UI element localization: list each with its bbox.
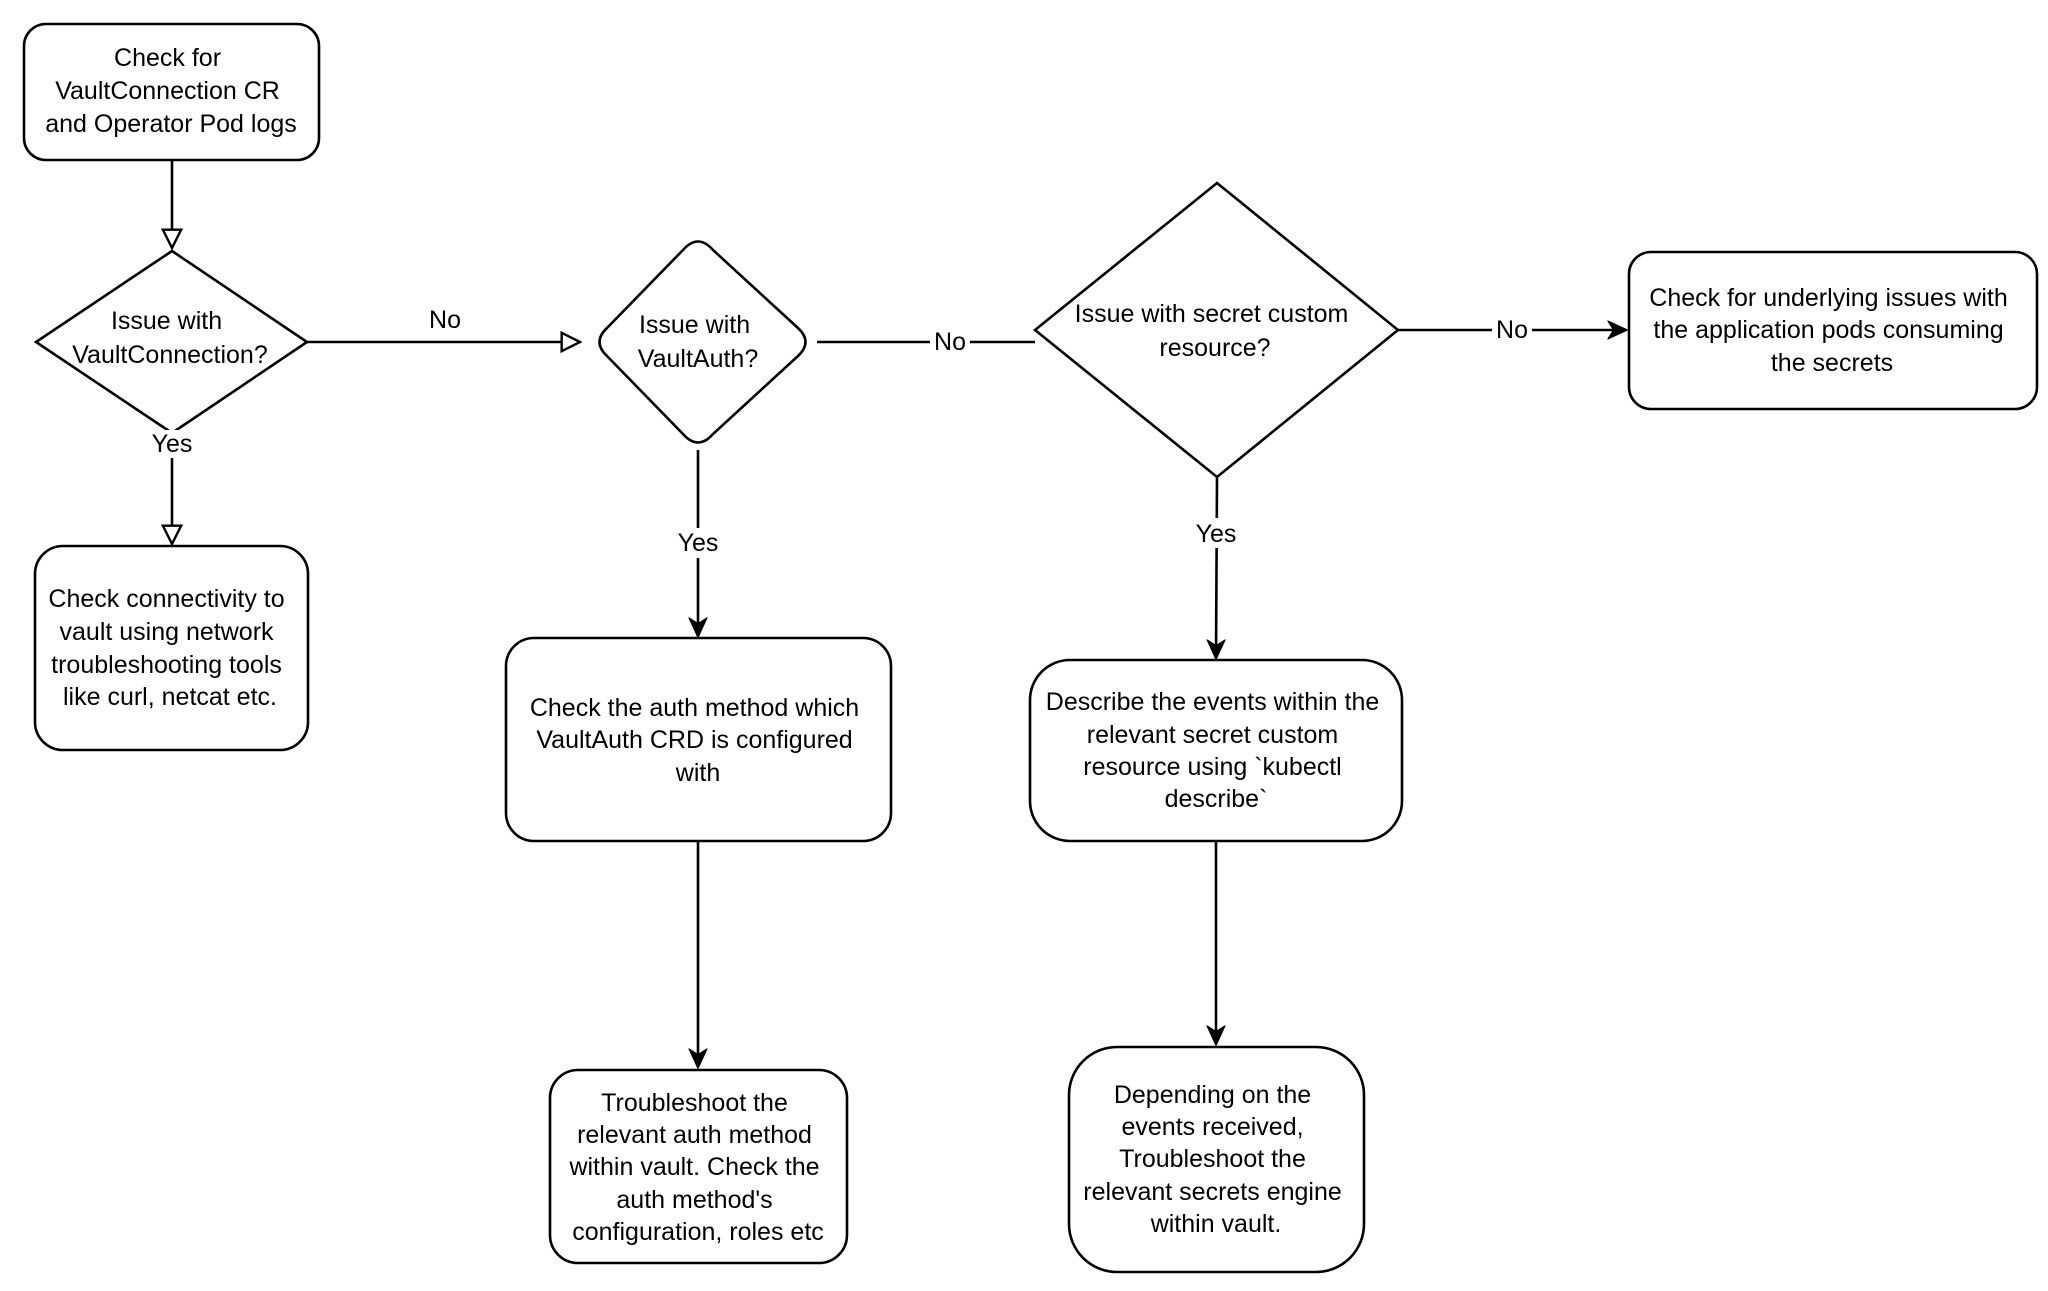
troubleshoot-engine-line-5: within vault. <box>1150 1210 1282 1238</box>
troubleshoot-engine-line-1: Depending on the <box>1114 1081 1311 1109</box>
check-app-pods-line-2: the application pods consuming <box>1653 316 2003 344</box>
start-box-text: Check for VaultConnection CR and Operato… <box>45 44 297 138</box>
edge-label-secretresource-yes: Yes <box>1196 520 1237 548</box>
describe-events-line-2: relevant secret custom <box>1087 721 1339 749</box>
troubleshoot-auth-line-4: auth method's <box>616 1186 772 1214</box>
edge-label-bg-vaultauth-no <box>930 328 970 356</box>
check-connectivity-line-1: Check connectivity to <box>48 585 284 613</box>
check-connectivity-line-2: vault using network <box>60 618 275 646</box>
troubleshoot-auth-line-1: Troubleshoot the <box>601 1089 788 1117</box>
describe-events-text: Describe the events within the relevant … <box>1046 688 1386 813</box>
edge-label-vaultauth-no: No <box>934 328 966 356</box>
start-box-line-3: and Operator Pod logs <box>45 110 297 138</box>
check-app-pods-box <box>1627 250 2039 411</box>
check-connectivity-line-3: troubleshooting tools <box>51 651 282 679</box>
edge-label-bg-vaultconnection-yes <box>150 430 194 458</box>
vaultauth-decision-text: Issue with VaultAuth? <box>638 311 758 373</box>
edge-labels: No Yes No Yes No Yes <box>150 306 1532 558</box>
troubleshoot-engine-line-4: relevant secrets engine <box>1083 1178 1341 1206</box>
nodes: Check for VaultConnection CR and Operato… <box>22 22 2039 1274</box>
vaultconnection-decision-line-1: Issue with <box>111 307 222 335</box>
start-box-line-2: VaultConnection CR <box>55 77 280 105</box>
describe-events-line-4: describe` <box>1165 785 1268 813</box>
troubleshoot-engine-line-2: events received, <box>1122 1113 1304 1141</box>
vaultconnection-decision-text: Issue with VaultConnection? <box>72 307 268 369</box>
troubleshoot-engine-line-3: Troubleshoot the <box>1119 1145 1306 1173</box>
vaultauth-decision <box>598 240 807 444</box>
edge-label-vaultconnection-no: No <box>429 306 461 334</box>
check-connectivity-text: Check connectivity to vault using networ… <box>48 585 291 711</box>
edge-label-bg-secretresource-no <box>1492 316 1532 344</box>
troubleshoot-engine-box <box>1067 1045 1366 1274</box>
edges <box>172 160 1626 1067</box>
troubleshoot-auth-line-5: configuration, roles etc <box>572 1218 824 1246</box>
troubleshoot-auth-text: Troubleshoot the relevant auth method wi… <box>568 1089 826 1246</box>
check-app-pods-line-3: the secrets <box>1771 349 1893 377</box>
vaultauth-decision-line-2: VaultAuth? <box>638 345 758 373</box>
describe-events-line-3: resource using `kubectl <box>1083 753 1341 781</box>
check-auth-method-line-2: VaultAuth CRD is configured <box>536 726 852 754</box>
edge-label-vaultauth-yes: Yes <box>678 529 719 557</box>
secret-resource-decision-line-1: Issue with secret custom <box>1075 300 1349 328</box>
vaultconnection-decision-line-2: VaultConnection? <box>72 341 268 369</box>
describe-events-line-1: Describe the events within the <box>1046 688 1380 716</box>
edge-label-secretresource-no: No <box>1496 316 1528 344</box>
check-connectivity-box <box>33 544 310 752</box>
edge-label-vaultconnection-yes: Yes <box>152 430 193 458</box>
secret-resource-decision-text: Issue with secret custom resource? <box>1075 300 1356 362</box>
check-app-pods-line-1: Check for underlying issues with <box>1649 284 2008 312</box>
troubleshoot-auth-line-2: relevant auth method <box>577 1121 812 1149</box>
secret-resource-decision <box>1032 181 1401 479</box>
secret-resource-decision-line-2: resource? <box>1159 334 1270 362</box>
check-connectivity-line-4: like curl, netcat etc. <box>63 683 277 711</box>
check-app-pods-text: Check for underlying issues with the app… <box>1649 284 2014 377</box>
check-auth-method-box <box>504 636 893 843</box>
troubleshoot-engine-text: Depending on the events received, Troubl… <box>1083 1081 1348 1238</box>
troubleshoot-auth-line-3: within vault. Check the <box>568 1153 819 1181</box>
troubleshoot-auth-box <box>548 1068 849 1265</box>
vaultauth-decision-line-1: Issue with <box>639 311 750 339</box>
check-auth-method-line-1: Check the auth method which <box>530 694 859 722</box>
check-auth-method-line-3: with <box>675 759 720 787</box>
check-auth-method-text: Check the auth method which VaultAuth CR… <box>530 694 866 787</box>
describe-events-box <box>1028 658 1404 843</box>
edge-secretresource-yes <box>1216 477 1217 658</box>
edge-label-bg-vaultauth-yes <box>674 528 722 558</box>
start-box <box>22 22 321 162</box>
edge-label-bg-secretresource-yes <box>1192 518 1240 548</box>
start-box-line-1: Check for <box>114 44 221 72</box>
